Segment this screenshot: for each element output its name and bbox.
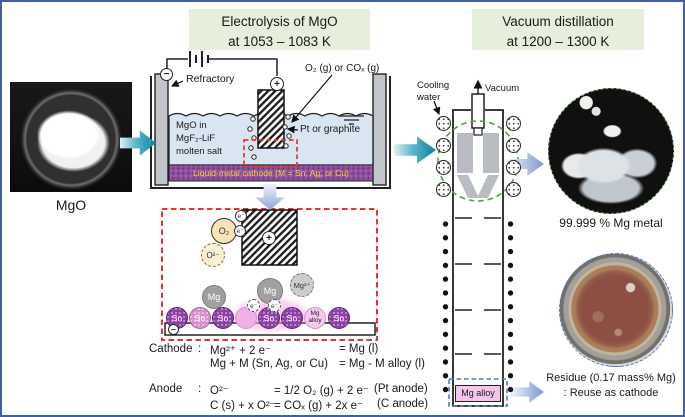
electron-at-anode: e⁻ [235, 210, 247, 222]
heater-dots-left [442, 220, 449, 400]
cooling-water-label: Cooling water [417, 80, 450, 104]
anode-eq1-rhs: = 1/2 O₂ (g) + 2 e⁻ [274, 385, 369, 397]
mg-atom: Mg [202, 285, 226, 309]
refractory-label: Refractory [186, 73, 235, 85]
condenser-funnel-right [477, 175, 499, 198]
sn-atom: Sn [258, 307, 280, 329]
electron-at-anode: e⁻ [234, 225, 246, 237]
electrolysis-title-line2: at 1053 – 1083 K [228, 34, 331, 50]
cooling-coil [435, 137, 451, 153]
cathode-eq2-rhs: = Mg - M alloy (l) [339, 358, 425, 370]
circuit-wires [166, 51, 278, 76]
mg-ion: Mg²⁺ [290, 273, 314, 297]
anode-gas-label: O₂ (g) or COₓ (g) [305, 63, 380, 74]
condenser-baffle-right [483, 133, 499, 173]
cathode-eq2-lhs: Mg + M (Sn, Ag, or Cu) [210, 358, 328, 370]
zoom-region-box [243, 139, 298, 168]
anode-eq2-rhs: = COₓ (g) + 2x e⁻ [274, 400, 364, 412]
refractory-wall-left [154, 73, 169, 186]
column-shelves [455, 217, 501, 355]
sn-atom: Sn [189, 307, 211, 329]
cooling-coil [505, 137, 521, 153]
sn-atom: Sn [281, 307, 303, 329]
liquid-level-mark [339, 115, 364, 125]
electrolysis-header-box: Electrolysis of MgO at 1053 – 1083 K [189, 9, 370, 50]
cooling-coil [435, 181, 451, 197]
anode-eq1-note: (Pt anode) [374, 383, 428, 395]
mg-metal-label: 99.999 % Mg metal [559, 216, 663, 230]
cathode-reaction-label: Cathode [149, 343, 193, 355]
inset-positive-terminal: + [262, 231, 276, 245]
cathode-layer-label: Liquid-metal cathode (M = Sn, Ag, or Cu) [193, 168, 349, 178]
condenser-baffle-left [457, 133, 473, 173]
positive-terminal: + [270, 77, 284, 91]
mg-alloy-box: Mg alloy [455, 385, 501, 402]
cooling-coil [505, 159, 521, 175]
inset-anode-block [241, 209, 298, 266]
oxide-ion: O²⁻ [201, 243, 225, 267]
liquid-metal-cathode-layer [168, 164, 374, 182]
sn-atom: Sn [212, 307, 234, 329]
anode-material-label: Pt or graphite [300, 124, 361, 135]
gas-bubbles [247, 114, 292, 160]
anode-block [257, 89, 285, 149]
cathode-eq1-rhs: = Mg (l) [339, 343, 379, 355]
sn-atom: Sn [166, 307, 188, 329]
distillation-title-line1: Vacuum distillation [502, 14, 614, 29]
distillation-column-structure [437, 79, 519, 407]
electrolyte-label: MgO in MgF₂-LiF molten salt [176, 120, 222, 157]
anode-eq2-lhs: C (s) + x O²⁻ [210, 400, 276, 412]
mgo-photo-label: MgO [55, 197, 87, 213]
cooling-coil [435, 115, 451, 131]
anode-eq2-note: (C anode) [377, 398, 429, 410]
anode-reaction-label: Anode [149, 383, 183, 395]
sn-atom: Sn [328, 307, 350, 329]
cooling-coil [435, 159, 451, 175]
refractory-wall-right [372, 73, 387, 186]
alloy-droplet [235, 307, 257, 329]
electron-at-cathode: e⁻ [247, 299, 260, 312]
cooling-coil [505, 181, 521, 197]
electrolysis-title-line1: Electrolysis of MgO [221, 14, 338, 29]
inset-negative-terminal: − [168, 324, 179, 335]
electron-at-cathode: e⁻ [268, 299, 281, 312]
vacuum-label: Vacuum [485, 83, 520, 94]
residue-label: Residue (0.17 mass% Mg) : Reuse as catho… [546, 372, 676, 399]
condenser-funnel-left [457, 175, 479, 198]
heater-dots-right [507, 220, 514, 400]
electrolysis-cell-structure [150, 73, 391, 189]
cathode-eq1-lhs: Mg²⁺ + 2 e⁻ [210, 345, 272, 357]
mgo-powder-photo [10, 82, 132, 192]
distillation-title-line2: at 1200 – 1300 K [506, 34, 610, 50]
mg-metal-photo [548, 88, 674, 214]
residue-photo [559, 253, 673, 367]
negative-terminal: − [160, 68, 173, 81]
anode-eq1-lhs: O²⁻ [210, 385, 229, 397]
distillation-header-box: Vacuum distillation at 1200 – 1300 K [472, 9, 644, 50]
vacuum-port-tube [471, 93, 485, 129]
cooling-coil [505, 115, 521, 131]
